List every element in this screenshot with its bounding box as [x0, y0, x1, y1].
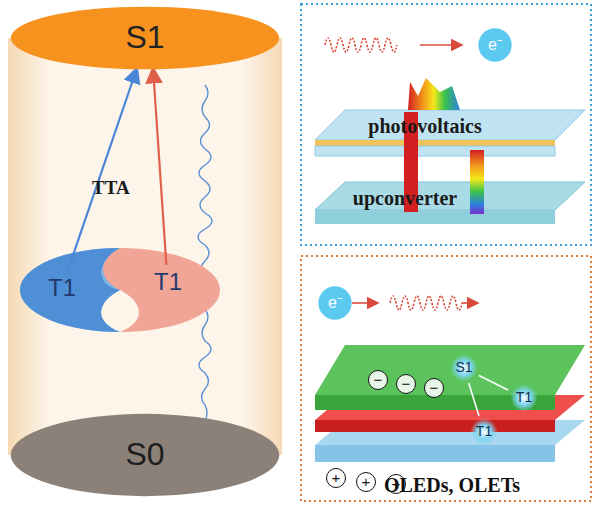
device-layer [315, 140, 555, 146]
node-text: e⁻ [328, 294, 342, 312]
connector [479, 376, 508, 391]
text-label: OLEDs, OLETs [384, 474, 520, 496]
charge-sign: − [424, 378, 444, 398]
node-text: T1 [516, 390, 532, 405]
exciton-glow: T1 [510, 384, 538, 412]
exciton-glow: T1 [470, 418, 498, 446]
connector [68, 68, 137, 271]
device-layer [315, 110, 585, 140]
node-text: S1 [455, 360, 472, 375]
cylinder-body [8, 38, 282, 455]
panel-frame [301, 256, 591, 501]
device-layer [315, 395, 585, 420]
node-text: S0 [125, 437, 164, 472]
triplet-label: T1 [40, 272, 84, 304]
layer-label: upconverter [340, 185, 470, 211]
layer-label: photovoltaics [355, 113, 495, 139]
spectrum [408, 78, 460, 110]
electron-circle: e⁻ [478, 28, 512, 62]
triplet-blue [20, 248, 120, 332]
charge-sign: − [368, 370, 388, 390]
triplet-pink [103, 248, 220, 332]
node-text: T1 [48, 275, 76, 301]
node-text: T1 [154, 269, 182, 295]
arrow [352, 302, 378, 304]
arrow [420, 44, 462, 46]
node-text: S1 [125, 20, 164, 55]
panel-frame [301, 4, 591, 245]
node-text: upconverter [353, 187, 457, 209]
device-layer [315, 210, 555, 224]
state-ellipse: S1 [8, 6, 282, 70]
device-layer [315, 182, 585, 210]
node-text: e⁻ [488, 36, 502, 54]
device-layer [315, 445, 555, 462]
device-layer [315, 420, 555, 432]
triplet-label: T1 [146, 266, 190, 298]
state-ellipse: S0 [8, 413, 282, 497]
device-layer [315, 420, 585, 445]
photon-wave [325, 38, 397, 52]
exciton-glow: S1 [450, 354, 478, 382]
charge-sign: − [396, 374, 416, 394]
arrow [462, 302, 478, 304]
electron-circle: e⁻ [318, 286, 352, 320]
device-layer [315, 146, 555, 156]
charge-sign: + [356, 472, 376, 492]
connector [153, 68, 166, 265]
node-text: photovoltaics [368, 115, 481, 137]
node-text: T1 [476, 424, 492, 439]
text-label: TTA [92, 178, 130, 199]
photon-wave [390, 296, 462, 310]
connector [469, 383, 479, 416]
device-layer [315, 345, 585, 395]
emission-wave [198, 85, 212, 437]
light-beam [470, 150, 484, 214]
charge-sign: + [326, 468, 346, 488]
